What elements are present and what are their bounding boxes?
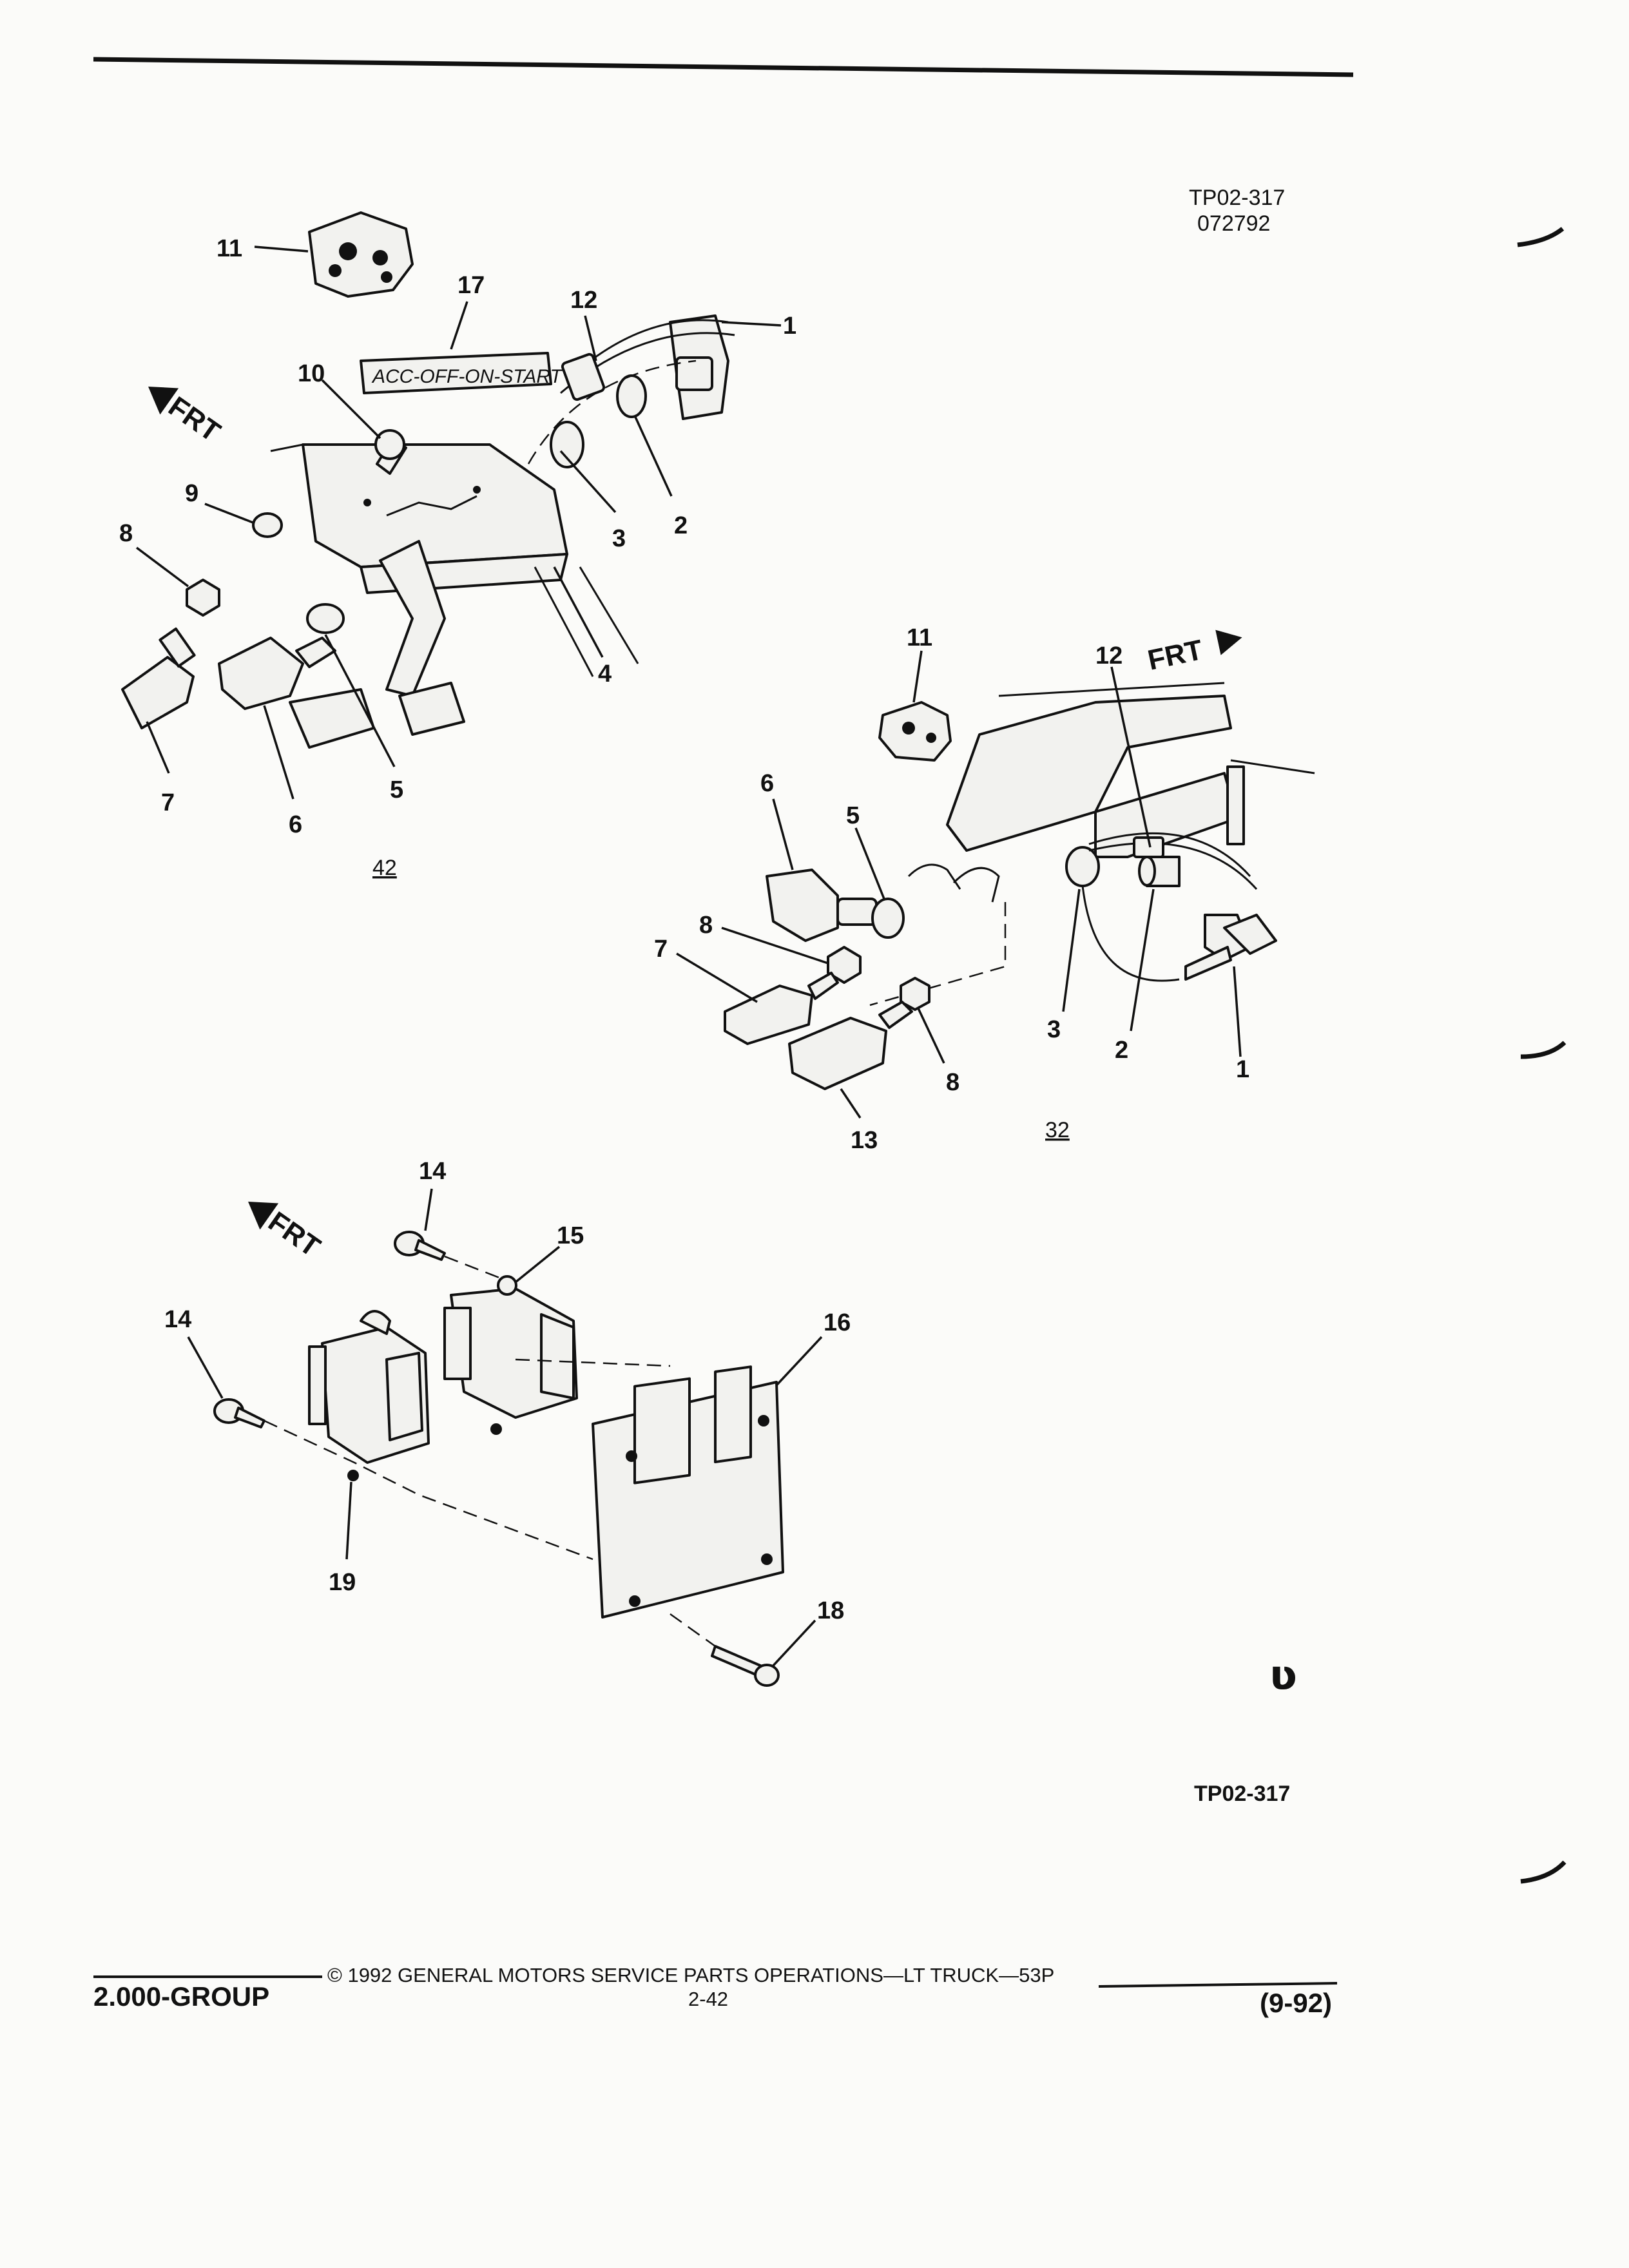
callout-15: 15 xyxy=(557,1222,584,1249)
frt-label-c: FRT xyxy=(263,1206,326,1263)
callout-7: 7 xyxy=(161,789,175,816)
callout-8-b: 8 xyxy=(699,912,713,939)
switch-part-13 xyxy=(788,1001,913,1090)
view-42: ACC-OFF-ON-START xyxy=(119,211,796,880)
callout-13: 13 xyxy=(851,1127,878,1154)
screw-part-18 xyxy=(711,1645,780,1687)
callout-12-b: 12 xyxy=(1095,642,1123,669)
callout-8-c: 8 xyxy=(946,1069,959,1096)
switch-part-7-b xyxy=(724,972,839,1045)
ignition-switch-part-11 xyxy=(308,211,414,298)
callout-16: 16 xyxy=(824,1309,851,1336)
label-plate-part-17: ACC-OFF-ON-START xyxy=(360,352,564,394)
view-32: FRT 11 12 6 5 8 7 3 2 1 8 13 32 xyxy=(654,624,1315,1154)
binding-mark xyxy=(1520,1041,1566,1059)
callout-7-b: 7 xyxy=(654,936,668,963)
callout-1-b: 1 xyxy=(1236,1056,1249,1083)
callout-8: 8 xyxy=(119,520,133,547)
callout-12: 12 xyxy=(570,287,597,314)
nut-part-9 xyxy=(252,512,283,538)
switch-part-6-b xyxy=(766,869,878,942)
callout-18: 18 xyxy=(817,1597,844,1624)
callout-2: 2 xyxy=(674,512,688,539)
ignition-label-text: ACC-OFF-ON-START xyxy=(371,366,564,387)
retainer-part-5 xyxy=(306,603,345,634)
switch-part-6 xyxy=(218,637,336,710)
ignition-switch-part-11-b xyxy=(878,701,952,762)
view-id-32: 32 xyxy=(1045,1118,1070,1142)
footer-code: TP02-317 xyxy=(1194,1782,1290,1806)
callout-11-b: 11 xyxy=(907,624,932,651)
callout-1: 1 xyxy=(783,312,796,340)
frt-label: FRT xyxy=(163,390,226,448)
callout-14: 14 xyxy=(419,1158,446,1185)
callout-4: 4 xyxy=(598,660,612,687)
front-arrow: FRT xyxy=(148,387,226,448)
footer-group: 2.000-GROUP xyxy=(93,1981,270,2012)
steering-column-bracket xyxy=(270,443,639,749)
view-id-42: 42 xyxy=(372,856,397,880)
callout-6-b: 6 xyxy=(760,770,774,797)
binding-mark xyxy=(1520,1860,1566,1884)
front-arrow-c: FRT xyxy=(248,1202,326,1263)
callout-19: 19 xyxy=(329,1569,356,1596)
view-switch-panel: FRT xyxy=(164,1158,851,1687)
callout-5-b: 5 xyxy=(846,802,860,829)
nut-part-8 xyxy=(186,579,220,617)
callout-6: 6 xyxy=(289,811,302,838)
switch-part-15 xyxy=(443,1275,578,1435)
callout-3-b: 3 xyxy=(1047,1016,1061,1043)
footer-copyright: © 1992 GENERAL MOTORS SERVICE PARTS OPER… xyxy=(327,1964,1055,1986)
callout-17: 17 xyxy=(458,272,485,299)
header-code: TP02-317 xyxy=(1189,186,1285,210)
binding-mark xyxy=(1517,227,1565,247)
top-rule xyxy=(93,57,1354,77)
frt-label-b: FRT xyxy=(1145,634,1206,677)
screw-part-14 xyxy=(394,1231,446,1261)
callout-10: 10 xyxy=(298,360,325,387)
callout-14-b: 14 xyxy=(164,1306,191,1333)
retainer-part-5-b xyxy=(871,898,905,939)
screw-part-14-b xyxy=(213,1398,265,1428)
nut-part-8-b xyxy=(827,946,862,984)
page-mark: ʋ xyxy=(1269,1652,1297,1700)
lock-cylinder-assembly xyxy=(527,314,735,468)
callout-3: 3 xyxy=(612,525,626,552)
rocker-switch-part-19 xyxy=(308,1310,430,1481)
footer-page: 2-42 xyxy=(688,1988,729,2010)
screw-part-10 xyxy=(374,429,407,475)
callout-9: 9 xyxy=(185,480,198,507)
header-date: 072792 xyxy=(1197,211,1270,236)
footer-date: (9-92) xyxy=(1260,1988,1333,2018)
callout-5: 5 xyxy=(390,776,403,803)
front-arrow-b: FRT xyxy=(1145,629,1242,677)
bezel-part-16 xyxy=(592,1365,784,1619)
footer-rule-right xyxy=(1098,1982,1338,1988)
callout-11: 11 xyxy=(217,235,242,262)
lock-cylinder-assembly-b xyxy=(1065,832,1277,982)
switch-part-7 xyxy=(121,627,196,729)
callout-2-b: 2 xyxy=(1115,1037,1128,1064)
